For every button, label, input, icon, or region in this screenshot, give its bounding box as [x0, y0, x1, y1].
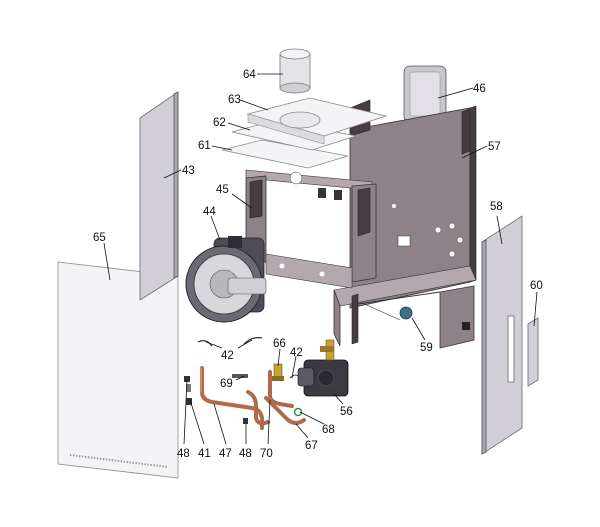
callout-46: 46 [473, 83, 486, 95]
callout-43: 43 [182, 165, 195, 177]
callout-70: 70 [260, 448, 273, 460]
pipe-assembly [200, 366, 306, 430]
callout-65: 65 [93, 232, 106, 244]
callout-61: 61 [198, 140, 211, 152]
callout-57: 57 [488, 141, 501, 153]
part-66-valve [272, 363, 284, 381]
callout-41: 41 [198, 448, 211, 460]
part-44-fan-assembly [185, 236, 267, 323]
callout-48-right: 48 [239, 448, 252, 460]
part-68-ring [293, 407, 303, 417]
callout-60: 60 [530, 280, 543, 292]
part-57-main-frame [333, 99, 477, 349]
part-59-sensor [399, 306, 413, 320]
callout-63: 63 [228, 94, 241, 106]
part-43-left-side-panel [139, 91, 179, 301]
callout-58: 58 [490, 201, 503, 213]
part-48-41-screws [184, 376, 248, 424]
part-45-chamber-frame [245, 169, 377, 289]
callout-45: 45 [216, 184, 229, 196]
callout-42-right: 42 [290, 347, 303, 359]
callout-67: 67 [305, 440, 318, 452]
callout-59: 59 [420, 342, 433, 354]
callout-66: 66 [273, 338, 286, 350]
callout-56: 56 [340, 406, 353, 418]
part-46-expansion-vessel [403, 65, 447, 123]
callout-69: 69 [220, 378, 233, 390]
callout-labels: 64 46 63 62 57 61 43 45 44 58 65 60 59 6… [93, 69, 543, 460]
callout-48-left: 48 [177, 448, 190, 460]
part-61-plate [221, 139, 349, 169]
callout-42-left: 42 [221, 350, 234, 362]
part-63-top-cover [246, 97, 388, 145]
leader-lines [103, 73, 538, 445]
part-64-flue-adapter [279, 48, 311, 94]
callout-62: 62 [213, 117, 226, 129]
part-65-front-cover [57, 261, 179, 479]
callout-47: 47 [219, 448, 232, 460]
part-56-pump-group [297, 339, 349, 397]
part-60-bracket [527, 317, 539, 387]
callout-68: 68 [322, 424, 335, 436]
callout-64: 64 [243, 69, 256, 81]
callout-44: 44 [203, 206, 216, 218]
part-58-right-side-panel [481, 215, 523, 455]
